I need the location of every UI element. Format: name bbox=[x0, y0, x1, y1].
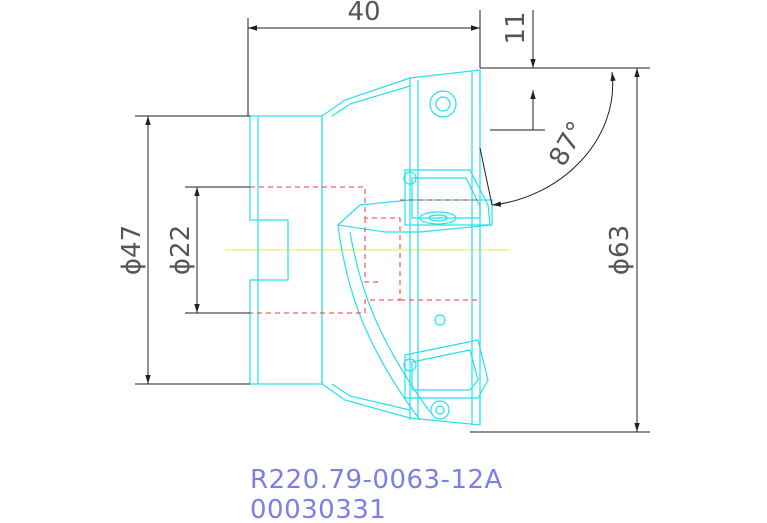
part-number: 00030331 bbox=[250, 495, 386, 523]
cutter-outline bbox=[249, 69, 493, 426]
dim-cutter-diameter-label: ϕ63 bbox=[605, 225, 635, 275]
part-code: R220.79-0063-12A bbox=[250, 465, 503, 495]
hidden-lines bbox=[250, 186, 480, 314]
dimension-lines bbox=[135, 10, 650, 433]
dim-length-label: 40 bbox=[347, 0, 380, 27]
dim-height-label: 11 bbox=[501, 11, 531, 44]
dim-hub-diameter-label: ϕ47 bbox=[117, 225, 147, 275]
dim-bore-diameter-label: ϕ22 bbox=[166, 225, 196, 275]
dim-angle-label: 87° bbox=[544, 117, 593, 172]
